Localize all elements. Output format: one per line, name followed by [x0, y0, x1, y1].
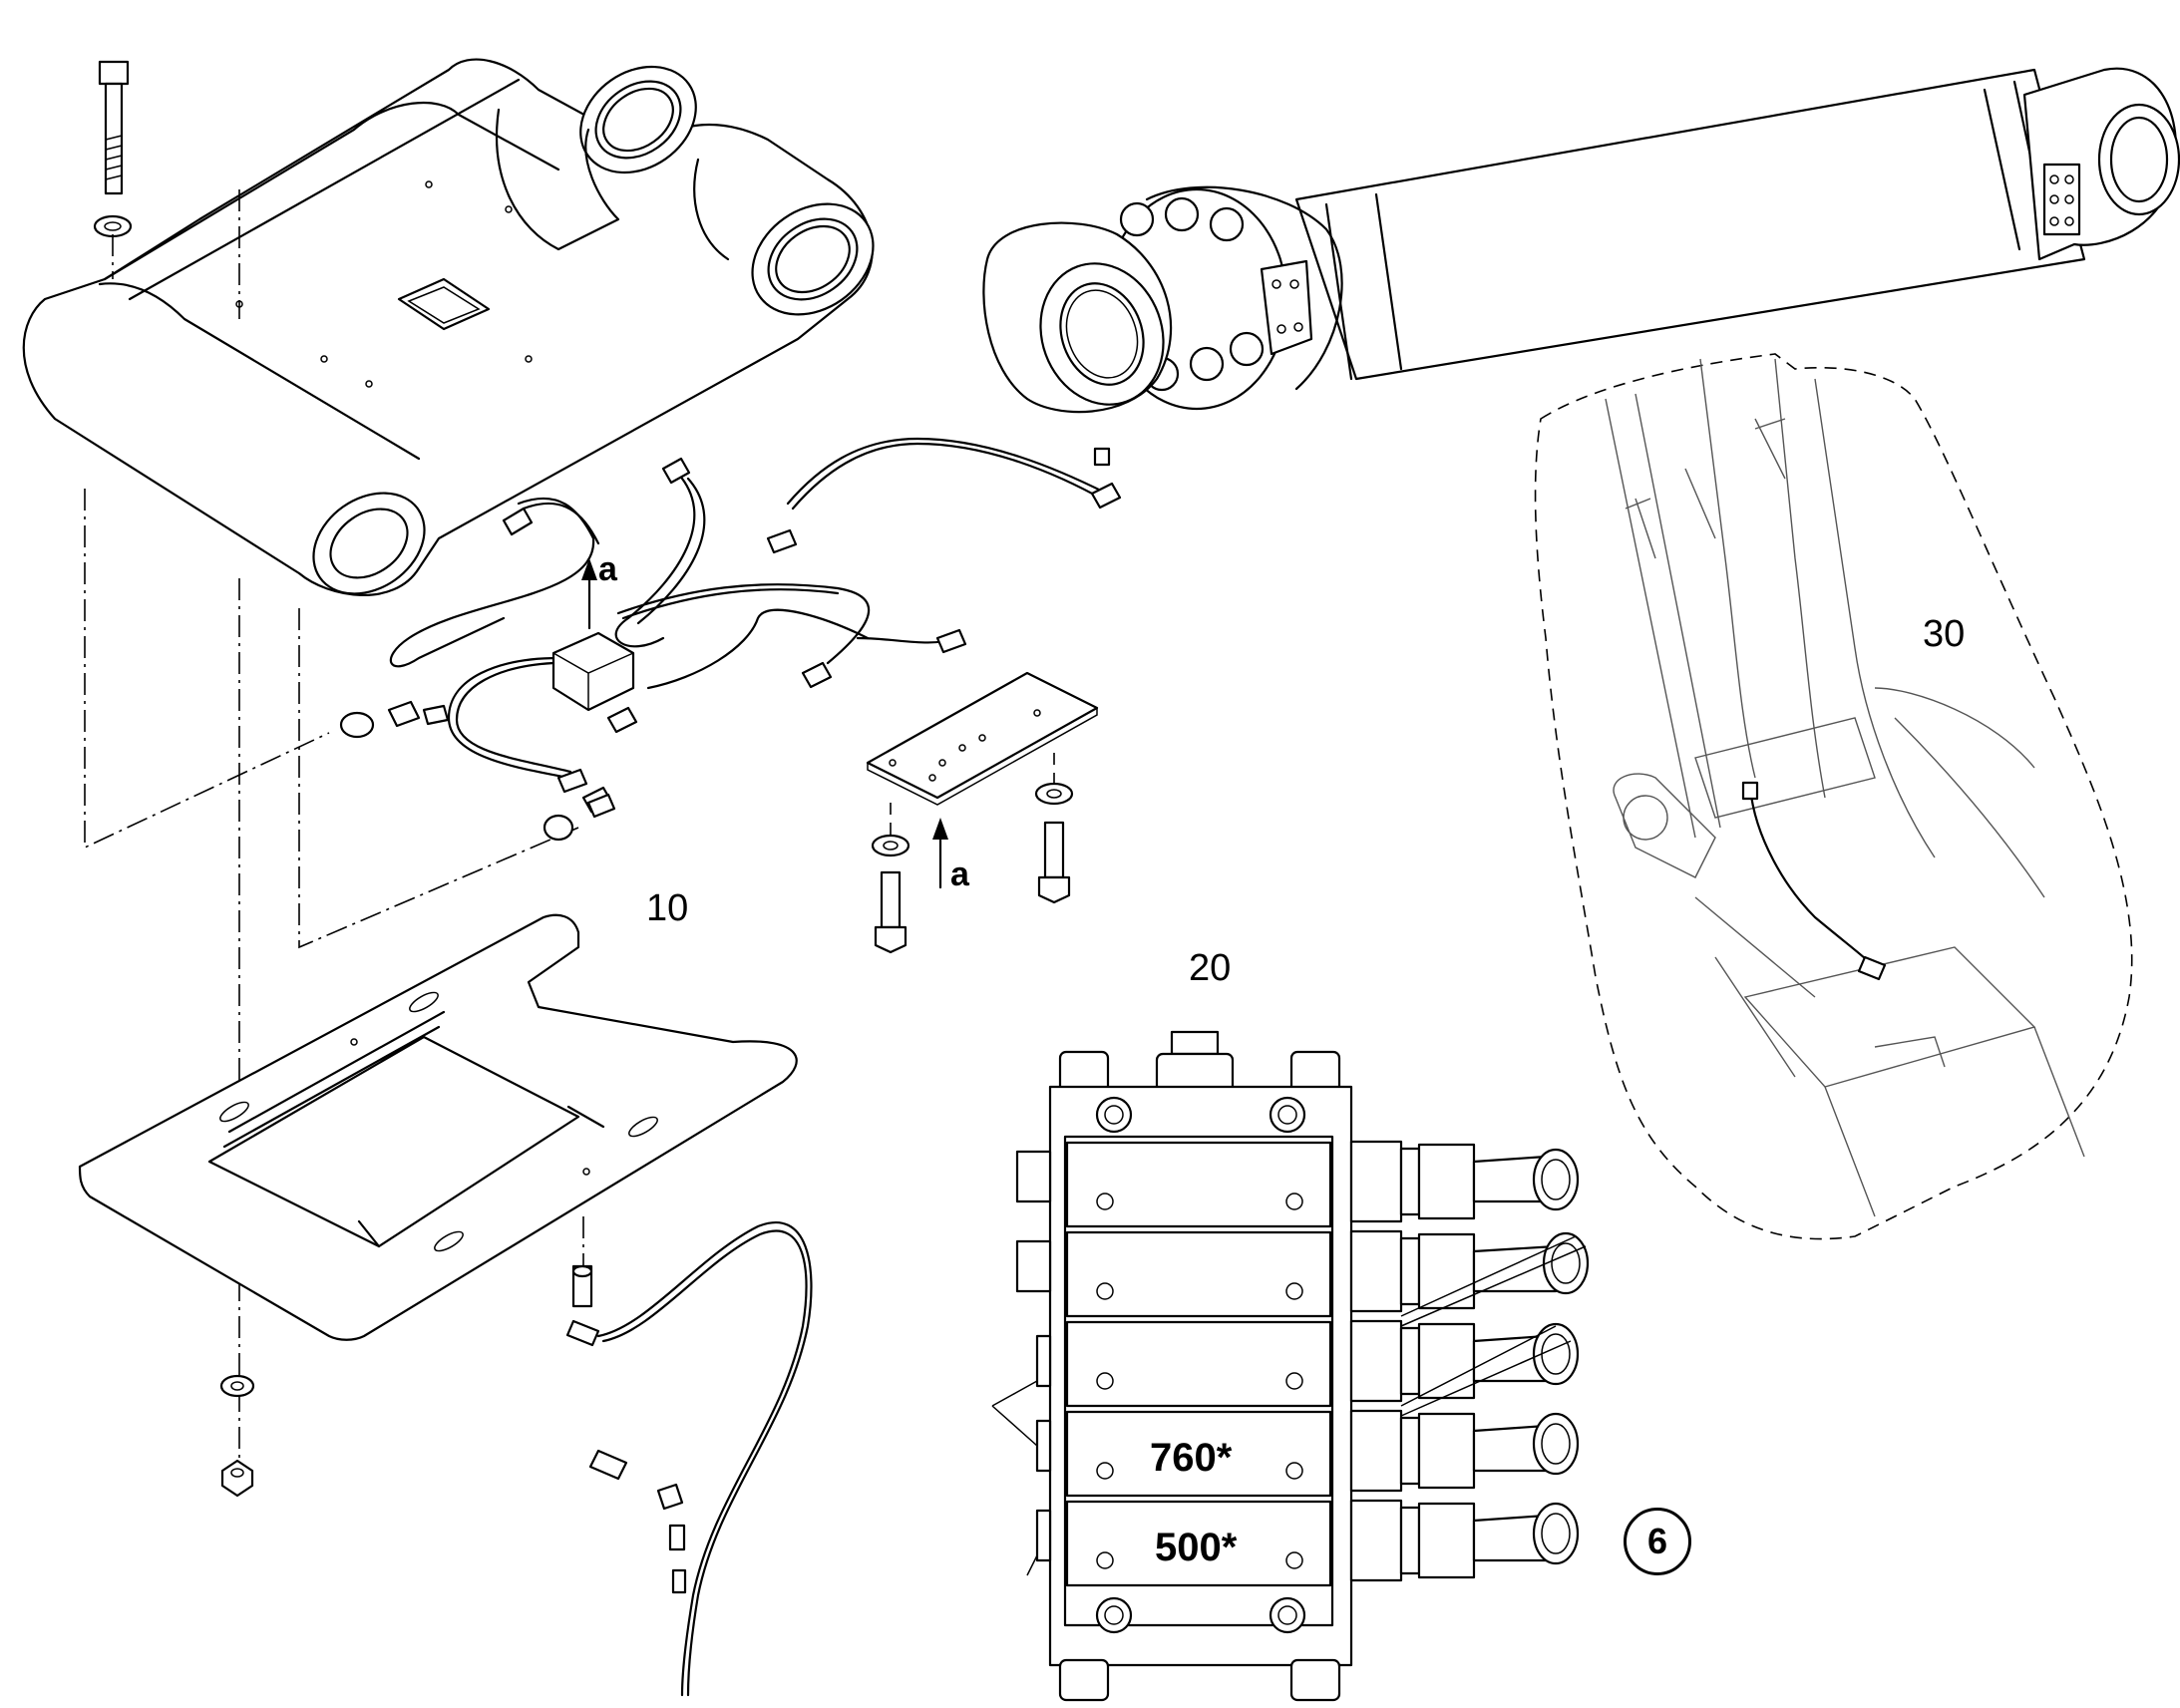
group-label-10: 10	[646, 887, 689, 929]
valve-bank	[991, 1030, 1590, 1702]
bolt-top	[93, 60, 133, 238]
group-label-30: 30	[1923, 613, 1966, 655]
hose-assembly	[339, 437, 1122, 842]
mounting-plate	[866, 671, 1099, 954]
view-arrow-label-a: a	[950, 855, 969, 893]
boom-detail	[1534, 353, 2133, 1240]
nut-washer	[219, 1374, 255, 1498]
valve-section-label-500: 500*	[1155, 1526, 1238, 1569]
valve-fittings	[1349, 1140, 1590, 1582]
shield-plate	[78, 913, 798, 1341]
callout-6: 6	[1624, 1508, 1691, 1575]
lower-hose	[565, 1220, 813, 1697]
view-arrow-label-a: a	[598, 550, 617, 588]
valve-section-label-760: 760*	[1150, 1436, 1233, 1480]
swing-bracket	[22, 58, 875, 596]
group-label-20: 20	[1189, 947, 1232, 989]
hydraulic-cylinder	[982, 67, 2180, 414]
